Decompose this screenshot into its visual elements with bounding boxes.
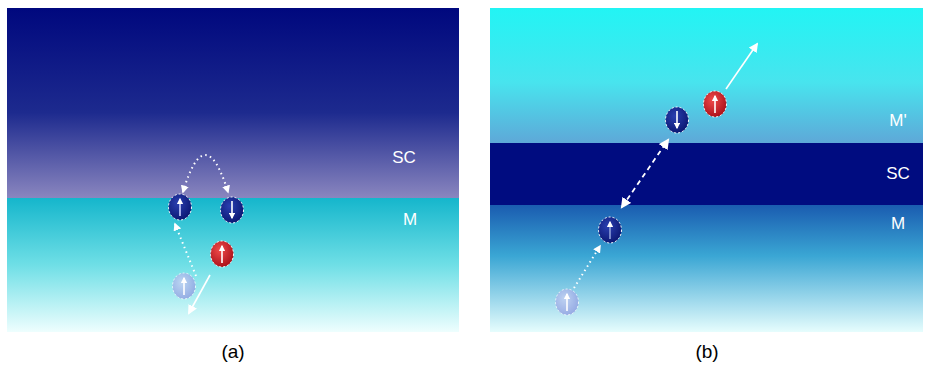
superconductor-band: SC [490, 143, 923, 205]
m-region [7, 198, 459, 332]
electron [599, 217, 622, 243]
electron [173, 273, 196, 299]
region-label: M' [889, 111, 906, 131]
andreev-arc [183, 155, 228, 192]
sc-region [7, 8, 459, 198]
m-region [490, 205, 923, 332]
metal-region: M [490, 205, 923, 332]
m-prime-region [490, 8, 923, 143]
region-label: SC [886, 164, 910, 184]
electron [556, 289, 579, 315]
incoming-path [175, 224, 196, 276]
sc-band [490, 143, 923, 205]
region-label: M [403, 210, 417, 230]
transmitted-path [726, 44, 757, 89]
panel-caption: (b) [695, 341, 718, 363]
electron [169, 194, 192, 220]
electron [221, 197, 244, 223]
incoming-path [574, 246, 600, 288]
region-label: SC [392, 148, 416, 168]
hole [704, 91, 727, 117]
hole [211, 241, 234, 267]
electron [666, 107, 689, 133]
metal-region: M [7, 198, 459, 332]
crossed-pair-path [622, 140, 668, 207]
metal-region: M' [490, 8, 923, 143]
superconductor-region: SC [7, 8, 459, 198]
panel-caption: (a) [221, 341, 244, 363]
region-label: M [891, 214, 905, 234]
